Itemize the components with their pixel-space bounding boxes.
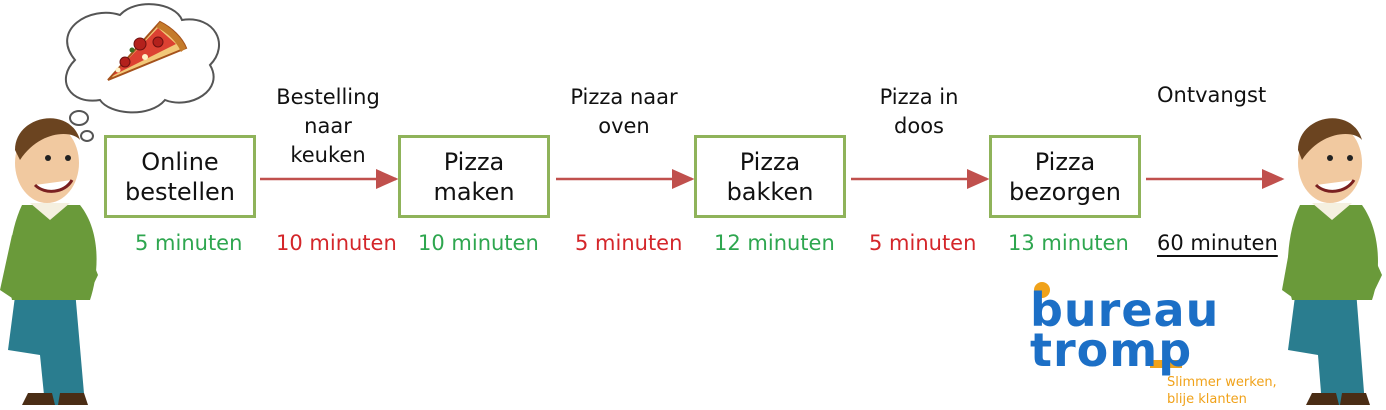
step-label-2: Pizza maken [433,147,515,206]
transition-duration-3: 5 minuten [869,231,977,255]
step-label-1: Online bestellen [125,147,235,206]
logo-word-2: tromp [1030,323,1193,377]
transition-label-3: Pizza in doos [879,85,959,138]
transition-label-1: Bestelling naar keuken [276,85,380,167]
step-duration-1: 5 minuten [135,231,243,255]
customer-figure-right [1282,118,1382,405]
total-duration: 60 minuten [1157,231,1278,255]
step-label-3: Pizza bakken [726,147,814,206]
step-box-1: Online bestellen [104,135,256,218]
step-duration-4: 13 minuten [1008,231,1129,255]
transition-label-2: Pizza naar oven [570,85,678,138]
step-box-3: Pizza bakken [694,135,846,218]
logo-slogan: Slimmer werken, blije klanten [1167,375,1277,407]
step-label-4: Pizza bezorgen [1009,147,1121,206]
transition-duration-1: 10 minuten [276,231,397,255]
step-box-2: Pizza maken [398,135,550,218]
final-label: Ontvangst [1157,83,1267,107]
transition-duration-2: 5 minuten [575,231,683,255]
customer-figure-left [0,118,98,405]
logo-accent [1034,282,1182,368]
thought-bubble [64,3,221,142]
step-box-4: Pizza bezorgen [989,135,1141,218]
pizza-slice-icon [107,20,188,81]
logo-word-1: bureau [1030,283,1220,337]
step-duration-2: 10 minuten [418,231,539,255]
step-duration-3: 12 minuten [714,231,835,255]
